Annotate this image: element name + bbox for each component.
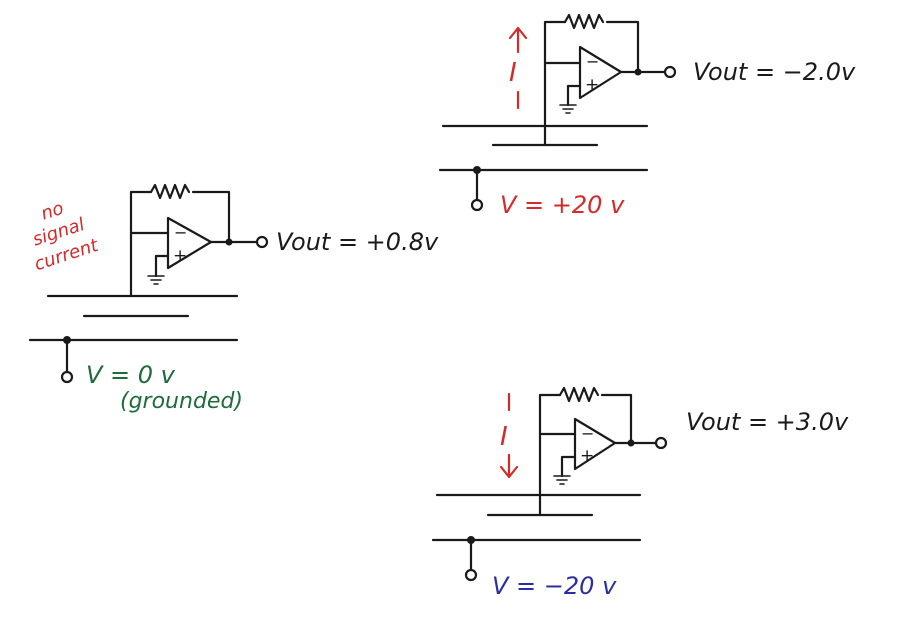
top-circuit: − + Vout = −2.0v V = +20 v I bbox=[438, 13, 856, 219]
bottom-output-junction bbox=[627, 439, 635, 447]
bottom-opamp bbox=[573, 417, 617, 471]
bottom-feedback-resistor bbox=[558, 386, 600, 403]
left-note: no signal current bbox=[30, 198, 102, 275]
top-feedback-wire-right bbox=[605, 20, 640, 74]
bottom-noninverting-wire bbox=[560, 455, 577, 478]
bottom-plate-terminal bbox=[464, 568, 478, 582]
bottom-voltage-label: V = −20 v bbox=[492, 572, 617, 600]
top-current-label: I bbox=[509, 58, 517, 88]
bottom-current-label: I bbox=[500, 422, 508, 452]
left-feedback-wire-right bbox=[191, 190, 231, 244]
left-plate-terminal bbox=[60, 370, 74, 384]
left-vout-label: Vout = +0.8v bbox=[276, 228, 439, 256]
left-circuit: − + Vout = +0.8v V = 0 v (grounded) no s… bbox=[28, 183, 439, 414]
bottom-feedback-wire bbox=[538, 393, 562, 517]
bottom-output-terminal bbox=[654, 436, 668, 450]
left-feedback-resistor bbox=[149, 183, 191, 200]
bottom-circuit: − + Vout = +3.0v V = −20 v I bbox=[431, 386, 849, 600]
left-output-terminal bbox=[255, 235, 269, 249]
left-opamp-minus: − bbox=[174, 223, 187, 242]
left-feedback-wire bbox=[129, 190, 153, 297]
bottom-ground-icon bbox=[553, 475, 571, 485]
top-ground-icon bbox=[559, 104, 577, 114]
top-feedback-wire bbox=[543, 20, 567, 147]
top-opamp-minus: − bbox=[586, 52, 599, 71]
top-plate-terminal bbox=[470, 198, 484, 212]
top-opamp bbox=[578, 45, 623, 100]
left-voltage-label: V = 0 v bbox=[86, 361, 176, 389]
left-noninverting-wire bbox=[154, 254, 170, 278]
bottom-current-arrow-icon bbox=[499, 453, 519, 479]
bottom-opamp-minus: − bbox=[581, 424, 594, 443]
left-opamp bbox=[166, 216, 213, 270]
top-noninverting-wire bbox=[566, 84, 582, 107]
top-opamp-plus: + bbox=[585, 75, 599, 95]
left-voltage-note: (grounded) bbox=[120, 389, 243, 414]
bottom-vout-label: Vout = +3.0v bbox=[686, 408, 849, 436]
top-vout-label: Vout = −2.0v bbox=[693, 58, 856, 86]
bottom-opamp-plus: + bbox=[580, 446, 594, 466]
top-feedback-resistor bbox=[563, 13, 605, 30]
top-voltage-label: V = +20 v bbox=[500, 191, 625, 219]
bottom-feedback-wire-right bbox=[600, 393, 633, 445]
left-ground-icon bbox=[147, 275, 165, 285]
left-output-junction bbox=[225, 238, 233, 246]
left-opamp-plus: + bbox=[173, 246, 187, 266]
top-current-arrow-icon bbox=[508, 26, 528, 54]
top-output-terminal bbox=[663, 65, 677, 79]
top-output-junction bbox=[634, 68, 642, 76]
